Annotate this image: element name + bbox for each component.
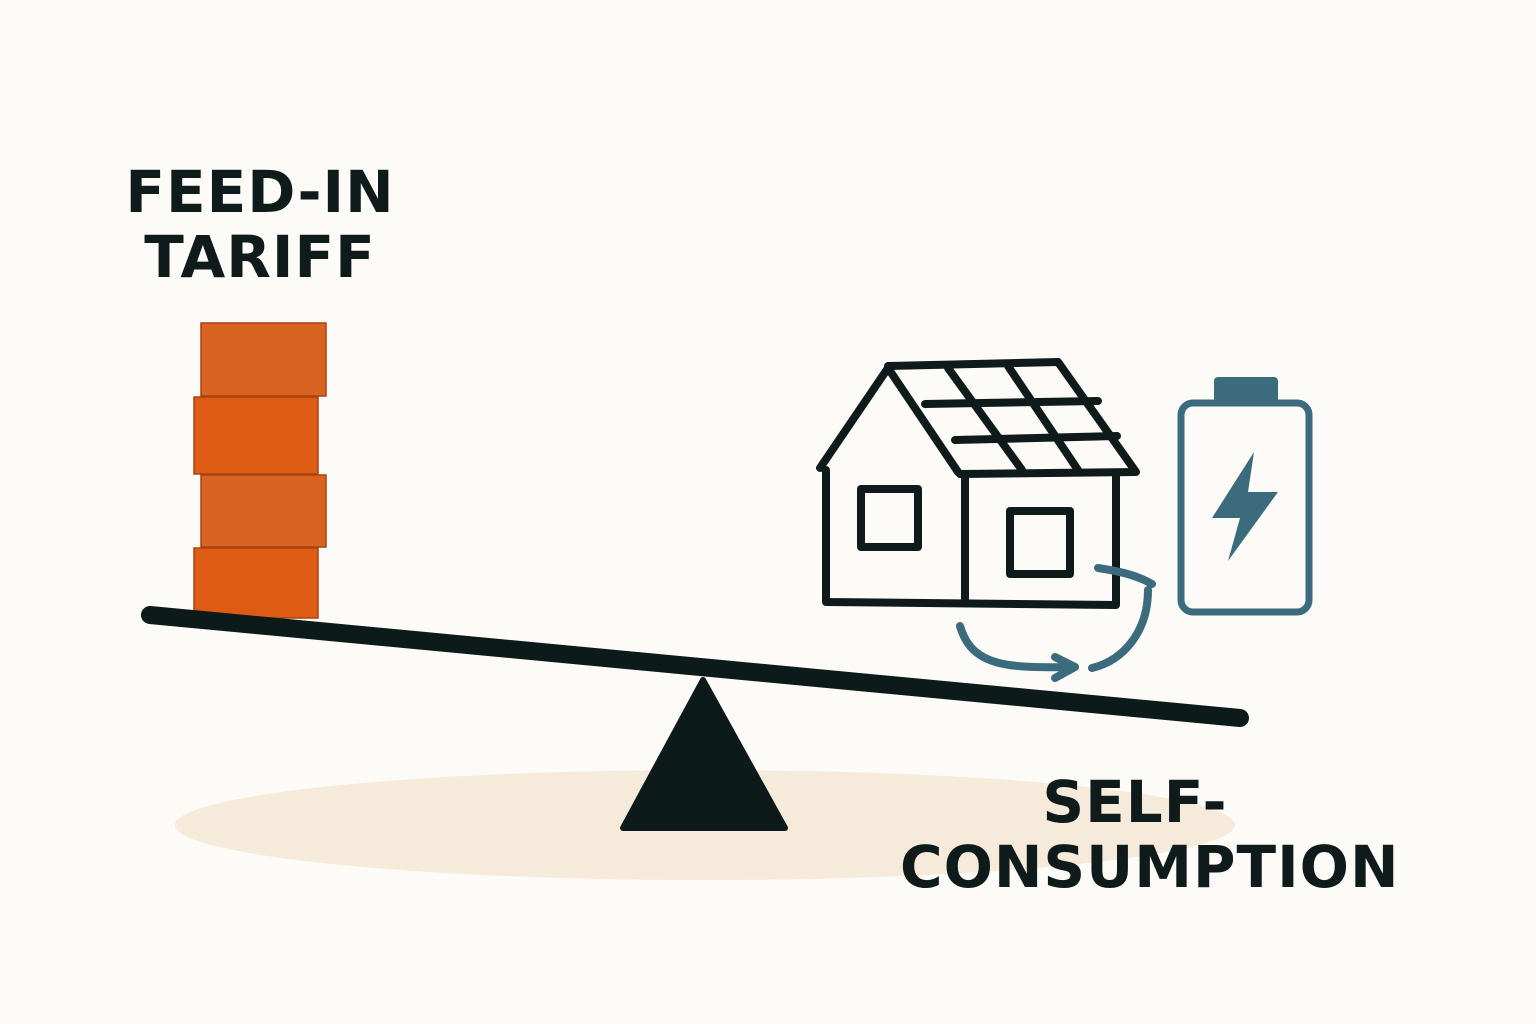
stack-block xyxy=(193,547,319,619)
seesaw-beam xyxy=(141,606,1249,727)
self-consumption-line-1: SELF- xyxy=(1042,768,1228,836)
flow-arrow-icon xyxy=(956,564,1156,682)
lightning-bolt-icon xyxy=(1212,452,1278,561)
feed-in-tariff-line-1: FEED-IN xyxy=(125,158,395,226)
feed-in-tariff-label: FEED-IN TARIFF xyxy=(120,160,400,290)
solar-house-icon xyxy=(816,358,1140,609)
battery-icon xyxy=(1177,377,1313,616)
stack-block xyxy=(200,322,327,397)
stack-block xyxy=(193,396,319,475)
fulcrum-triangle xyxy=(620,677,788,831)
feed-in-tariff-line-2: TARIFF xyxy=(144,222,376,291)
self-consumption-label: SELF- CONSUMPTION xyxy=(900,768,1400,901)
self-consumption-line-2: CONSUMPTION xyxy=(900,832,1400,901)
stack-block xyxy=(200,474,327,548)
coin-stack-icon xyxy=(193,322,327,619)
